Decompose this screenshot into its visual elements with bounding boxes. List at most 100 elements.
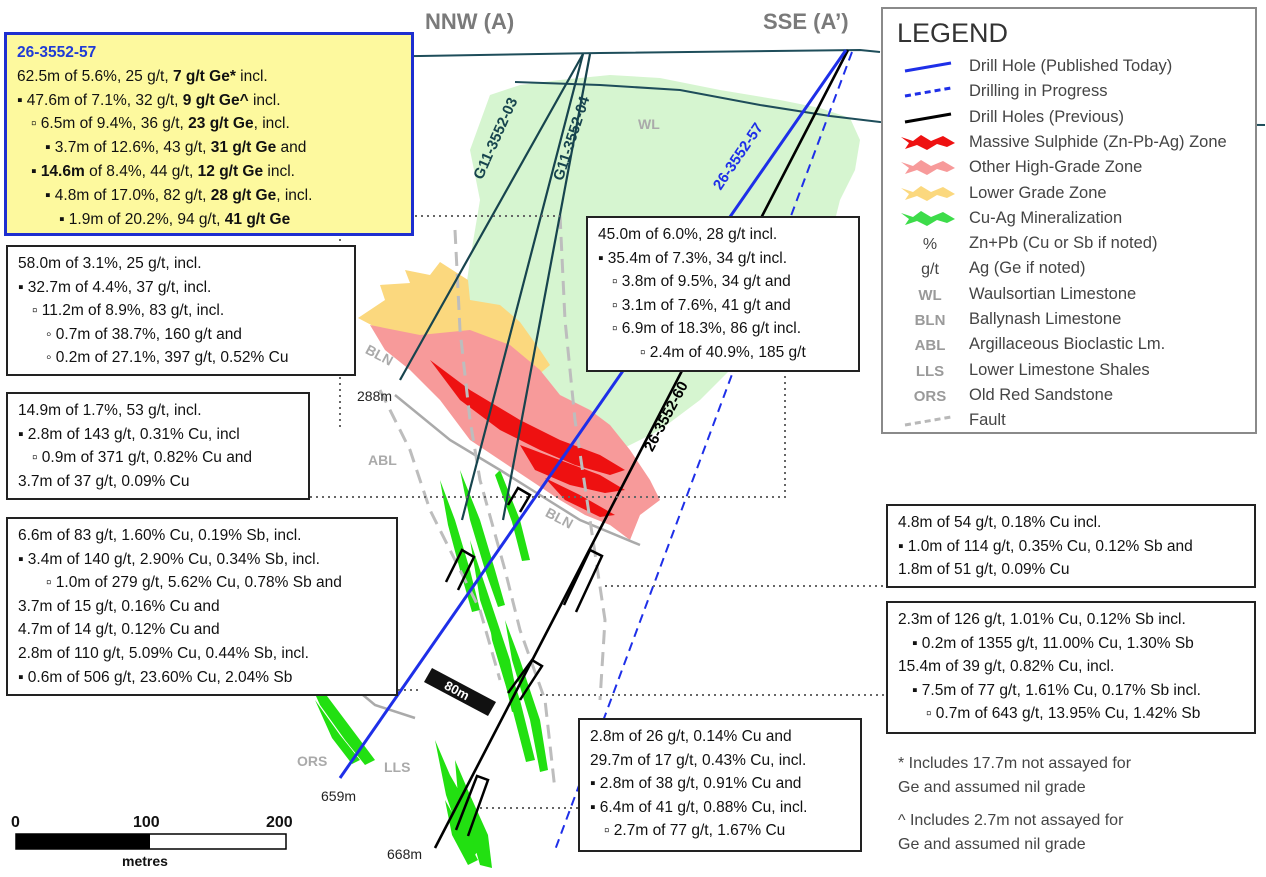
scale-bar: [15, 833, 287, 850]
legend-label: Lower Limestone Shales: [969, 360, 1150, 379]
interval-brackets: [444, 486, 604, 837]
scale-unit: metres: [122, 853, 168, 869]
intercept-line: ▪ 0.2m of 1355 g/t, 11.00% Cu, 1.30% Sb: [912, 634, 1194, 652]
footnote-caret-1: ^ Includes 2.7m not assayed for: [898, 812, 1124, 829]
legend-item: Drill Hole (Published Today): [883, 55, 1255, 79]
highlight-text: 14.6m: [40, 162, 85, 180]
intercept-line: ▪ 2.8m of 38 g/t, 0.91% Cu and: [590, 775, 802, 793]
highlight-line: ▪ 1.9m of 20.2%, 94 g/t, 41 g/t Ge: [17, 208, 411, 232]
intercept-line: 1.8m of 51 g/t, 0.09% Cu: [898, 561, 1070, 579]
highlight-line: ▪ 3.7m of 12.6%, 43 g/t, 31 g/t Ge and: [17, 136, 411, 160]
intercept-line: 2.8m of 26 g/t, 0.14% Cu and: [590, 728, 792, 745]
legend-symbol: %: [891, 232, 961, 256]
legend-symbol: ABL: [891, 333, 961, 357]
intercept-line: ▪ 0.6m of 506 g/t, 23.60% Cu, 2.04% Sb: [18, 668, 293, 686]
intercept-line: ▪ 32.7m of 4.4%, 37 g/t, incl.: [18, 278, 212, 296]
intercept-line: 2.3m of 126 g/t, 1.01% Cu, 0.12% Sb incl…: [898, 611, 1186, 628]
highlight-text: ▪: [31, 162, 41, 180]
legend-label: Fault: [969, 411, 1006, 430]
intercept-line: 58.0m of 3.1%, 25 g/t, incl.: [18, 255, 202, 272]
legend-title: LEGEND: [897, 18, 1009, 48]
header-nnw: NNW (A): [425, 9, 515, 34]
intercept-box-6: 2.3m of 126 g/t, 1.01% Cu, 0.12% Sb incl…: [886, 601, 1256, 734]
legend-label: Drill Hole (Published Today): [969, 57, 1173, 75]
highlight-text: ▪ 1.9m of 20.2%, 94 g/t,: [59, 210, 225, 228]
intercept-box-5: 4.8m of 54 g/t, 0.18% Cu incl.▪ 1.0m of …: [886, 504, 1256, 588]
intercept-line: ▪ 6.4m of 41 g/t, 0.88% Cu, incl.: [590, 798, 808, 816]
intercept-line: ▫ 0.9m of 371 g/t, 0.82% Cu and: [32, 449, 253, 467]
legend-abbr: LLS: [915, 362, 945, 380]
scale-tick-200: 200: [266, 814, 293, 831]
legend-symbol: ORS: [891, 384, 961, 408]
intercept-line: ▫ 3.1m of 7.6%, 41 g/t and: [612, 296, 791, 314]
intercept-line: 2.8m of 110 g/t, 5.09% Cu, 0.44% Sb, inc…: [18, 644, 309, 662]
unit-label-wl: WL: [638, 116, 660, 132]
intercept-box-7: 2.8m of 26 g/t, 0.14% Cu and 29.7m of 17 …: [578, 718, 862, 852]
legend-abbr: g/t: [921, 261, 939, 279]
unit-label-lls: LLS: [384, 759, 411, 775]
intercept-line: 15.4m of 39 g/t, 0.82% Cu, incl.: [898, 658, 1115, 676]
intercept-line: 29.7m of 17 g/t, 0.43% Cu, incl.: [590, 751, 807, 769]
highlight-lines: 62.5m of 5.6%, 25 g/t, 7 g/t Ge* incl. ▪ …: [17, 65, 411, 232]
intercept-line: 3.7m of 37 g/t, 0.09% Cu: [18, 472, 190, 490]
depth-288m: 288m: [357, 388, 393, 404]
legend-label: Ag (Ge if noted): [969, 259, 1086, 278]
intercept-line: 6.6m of 83 g/t, 1.60% Cu, 0.19% Sb, incl…: [18, 527, 302, 544]
highlight-text: 23 g/t Ge: [188, 115, 254, 133]
highlight-text: ▫ 6.5m of 9.4%, 36 g/t,: [31, 115, 189, 133]
intercept-line: ▫ 2.4m of 40.9%, 185 g/t: [640, 343, 806, 361]
drilling-in-progress: [554, 51, 853, 851]
scale-tick-0: 0: [11, 814, 20, 831]
legend-symbol: [891, 156, 961, 180]
intercept-line: 4.7m of 14 g/t, 0.12% Cu and: [18, 621, 220, 639]
highlight-text: incl.: [235, 67, 268, 85]
unit-label-abl: ABL: [368, 452, 397, 468]
highlight-line: ▪ 4.8m of 17.0%, 82 g/t, 28 g/t Ge, incl…: [17, 184, 411, 208]
legend-item: Fault: [883, 409, 1255, 433]
legend-item: Cu-Ag Mineralization: [883, 207, 1255, 231]
legend: LEGEND Drill Hole (Published Today) Drill…: [881, 7, 1257, 434]
legend-symbol: [891, 131, 961, 155]
legend-item: Other High-Grade Zone: [883, 156, 1255, 180]
highlight-text: 41 g/t Ge: [224, 210, 291, 228]
highlight-text: ▪ 47.6m of 7.1%, 32 g/t,: [17, 91, 183, 109]
highlight-title: 26-3552-57: [17, 44, 97, 61]
faults: [378, 214, 607, 791]
intercept-line: ◦ 0.2m of 27.1%, 397 g/t, 0.52% Cu: [46, 349, 289, 367]
depth-659m: 659m: [321, 788, 357, 804]
legend-abbr: WL: [918, 286, 942, 304]
highlight-line: 62.5m of 5.6%, 25 g/t, 7 g/t Ge* incl.: [17, 65, 411, 89]
legend-symbol: [891, 409, 961, 433]
intercept-line: 14.9m of 1.7%, 53 g/t, incl.: [18, 402, 202, 419]
legend-symbol: LLS: [891, 359, 961, 383]
legend-item: g/t Ag (Ge if noted): [883, 257, 1255, 281]
highlight-text: 62.5m of 5.6%, 25 g/t,: [17, 67, 173, 85]
legend-label: Waulsortian Limestone: [969, 284, 1137, 303]
intercept-line: ▫ 0.7m of 643 g/t, 13.95% Cu, 1.42% Sb: [926, 705, 1201, 723]
highlight-text: incl.: [263, 162, 295, 180]
drill-hole-26-3552-60: [433, 49, 850, 849]
legend-symbol: BLN: [891, 308, 961, 332]
intercept-line: ▪ 35.4m of 7.3%, 34 g/t incl.: [598, 249, 788, 267]
unit-label-ors: ORS: [297, 753, 328, 769]
massive-sulphide-zone: [430, 360, 625, 475]
highlight-text: 9 g/t Ge^: [182, 91, 249, 109]
legend-abbr: ORS: [913, 387, 947, 405]
intercept-line: 45.0m of 6.0%, 28 g/t incl.: [598, 226, 778, 243]
legend-label: Ballynash Limestone: [969, 310, 1122, 328]
intercept-line: 3.7m of 15 g/t, 0.16% Cu and: [18, 597, 220, 615]
previous-drill-holes: [399, 53, 592, 521]
legend-abbr: ABL: [914, 337, 946, 355]
footnote-star-2: Ge and assumed nil grade: [898, 779, 1086, 796]
intercept-box-4: 45.0m of 6.0%, 28 g/t incl. ▪ 35.4m of 7.…: [586, 216, 860, 372]
header-sse: SSE (A’): [763, 9, 849, 34]
legend-symbol: g/t: [891, 257, 961, 281]
highlight-intercept-box: 26-3552-57 62.5m of 5.6%, 25 g/t, 7 g/t …: [4, 32, 414, 236]
legend-label: Cu-Ag Mineralization: [969, 208, 1123, 227]
legend-item: Drill Holes (Previous): [883, 106, 1255, 130]
legend-label: Drilling in Progress: [969, 82, 1108, 101]
highlight-text: 12 g/t Ge: [197, 162, 264, 180]
footnote-caret-2: Ge and assumed nil grade: [898, 836, 1086, 853]
legend-symbol: [891, 55, 961, 79]
